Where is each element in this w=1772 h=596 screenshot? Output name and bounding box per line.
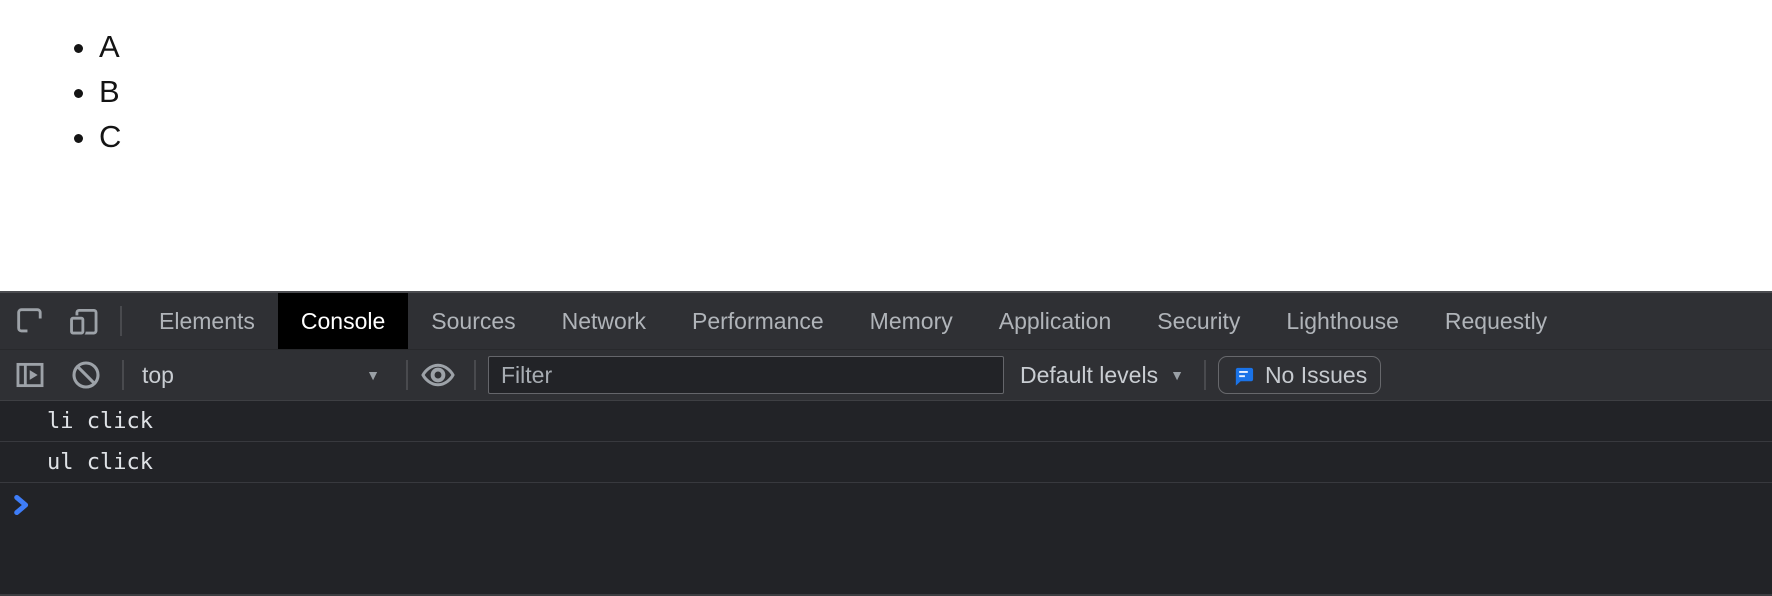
devtools-tab-bar: Elements Console Sources Network Perform… <box>0 293 1772 349</box>
issues-icon <box>1235 367 1254 386</box>
divider <box>1203 360 1206 390</box>
console-message: li click <box>0 401 1772 442</box>
levels-label: Default levels <box>1020 361 1159 388</box>
tab-application[interactable]: Application <box>998 307 1112 334</box>
divider <box>122 360 124 390</box>
inspect-icon[interactable] <box>8 299 52 343</box>
console-sidebar-icon[interactable] <box>8 353 52 397</box>
prompt-chevron-icon <box>14 494 29 516</box>
tab-memory[interactable]: Memory <box>869 307 953 334</box>
list-item[interactable]: C <box>99 114 1772 159</box>
dropdown-arrow-icon: ▼ <box>1170 367 1184 383</box>
bullet-list: A B C <box>0 24 1772 159</box>
tab-requestly[interactable]: Requestly <box>1444 307 1548 334</box>
console-prompt[interactable] <box>0 483 1772 527</box>
console-message-text: ul click <box>47 449 153 475</box>
tab-performance[interactable]: Performance <box>692 307 824 334</box>
tab-sources[interactable]: Sources <box>431 307 516 334</box>
console-message-text: li click <box>47 408 153 434</box>
console-toolbar: top ▼ Default levels ▼ No Issues <box>0 349 1772 401</box>
list-item[interactable]: B <box>99 69 1772 114</box>
tab-lighthouse[interactable]: Lighthouse <box>1286 307 1399 334</box>
console-log-area: li click ul click <box>0 401 1772 527</box>
clear-console-icon[interactable] <box>64 353 108 397</box>
context-label: top <box>142 361 174 388</box>
log-levels-select[interactable]: Default levels ▼ <box>1020 362 1188 389</box>
dropdown-arrow-icon: ▼ <box>366 367 380 383</box>
tab-console[interactable]: Console <box>277 293 409 349</box>
javascript-context-select[interactable]: top ▼ <box>124 362 392 389</box>
divider <box>474 360 476 390</box>
devtools-panel: Elements Console Sources Network Perform… <box>0 291 1772 596</box>
web-page-content: A B C <box>0 0 1772 291</box>
divider <box>120 306 122 336</box>
issues-label: No Issues <box>1264 361 1368 388</box>
filter-input[interactable] <box>488 356 1004 394</box>
eye-icon[interactable] <box>416 353 460 397</box>
devtools-tabs: Elements Console Sources Network Perform… <box>136 293 1570 349</box>
device-toolbar-icon[interactable] <box>62 299 106 343</box>
devtools-main-icons <box>0 293 122 349</box>
list-item[interactable]: A <box>99 24 1772 69</box>
console-message: ul click <box>0 442 1772 483</box>
divider <box>406 360 408 390</box>
tab-security[interactable]: Security <box>1157 307 1241 334</box>
tab-network[interactable]: Network <box>561 307 646 334</box>
tab-elements[interactable]: Elements <box>159 307 255 334</box>
issues-badge[interactable]: No Issues <box>1217 356 1382 394</box>
